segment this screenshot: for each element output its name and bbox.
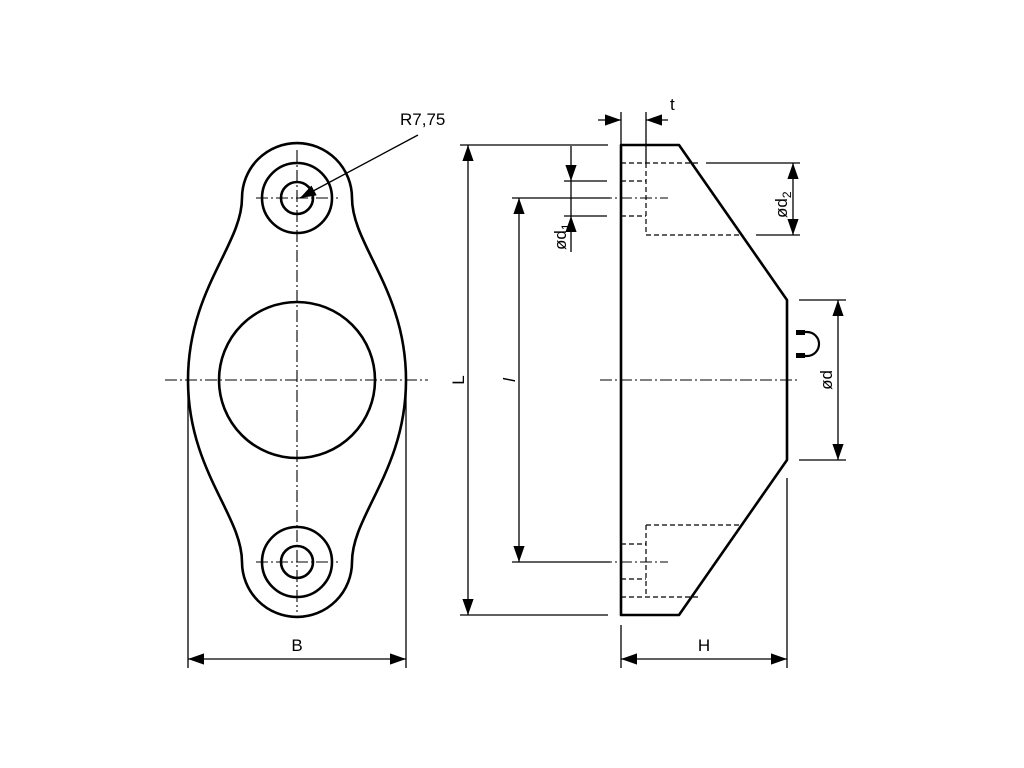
width-label: B <box>291 636 302 655</box>
radius-leader <box>299 134 419 199</box>
d-label: ød <box>817 370 836 390</box>
spacing-label: l <box>500 377 519 382</box>
front-view: R7,75 B <box>165 110 445 668</box>
length-label: L <box>449 375 468 384</box>
magnet-symbol-icon <box>796 330 821 358</box>
height-label: H <box>698 636 710 655</box>
thickness-label: t <box>670 95 675 114</box>
d2-label: ød2 <box>772 191 794 218</box>
side-view: L l ød1 ød2 ød t <box>449 95 846 668</box>
d1-label: ød1 <box>551 223 573 250</box>
radius-label: R7,75 <box>400 110 445 129</box>
front-view-outline <box>186 141 408 619</box>
side-view-outline <box>619 143 789 617</box>
